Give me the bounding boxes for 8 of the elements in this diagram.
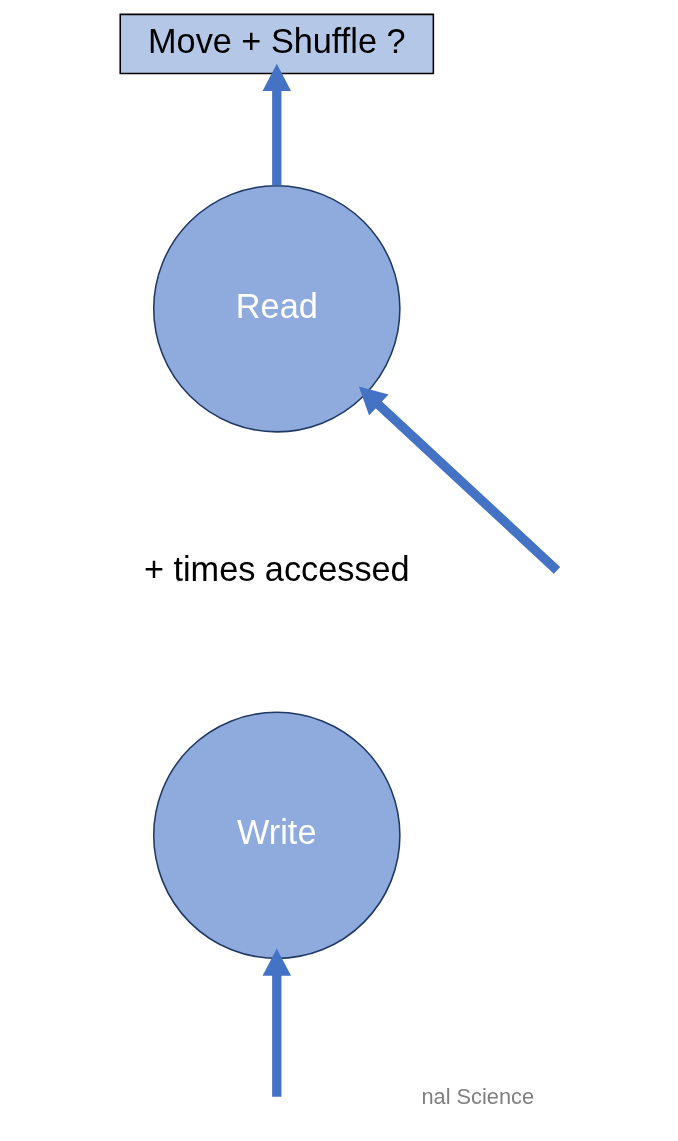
arrow <box>262 948 292 1097</box>
label: nal Science <box>421 1084 535 1110</box>
arrow <box>358 386 561 574</box>
node-circle: Read <box>152 184 401 433</box>
arrow <box>262 63 292 186</box>
node-label: + times accessed <box>143 549 410 588</box>
node-circle: Write <box>152 711 401 960</box>
node-box: Move + Shuffle ? <box>119 13 435 75</box>
